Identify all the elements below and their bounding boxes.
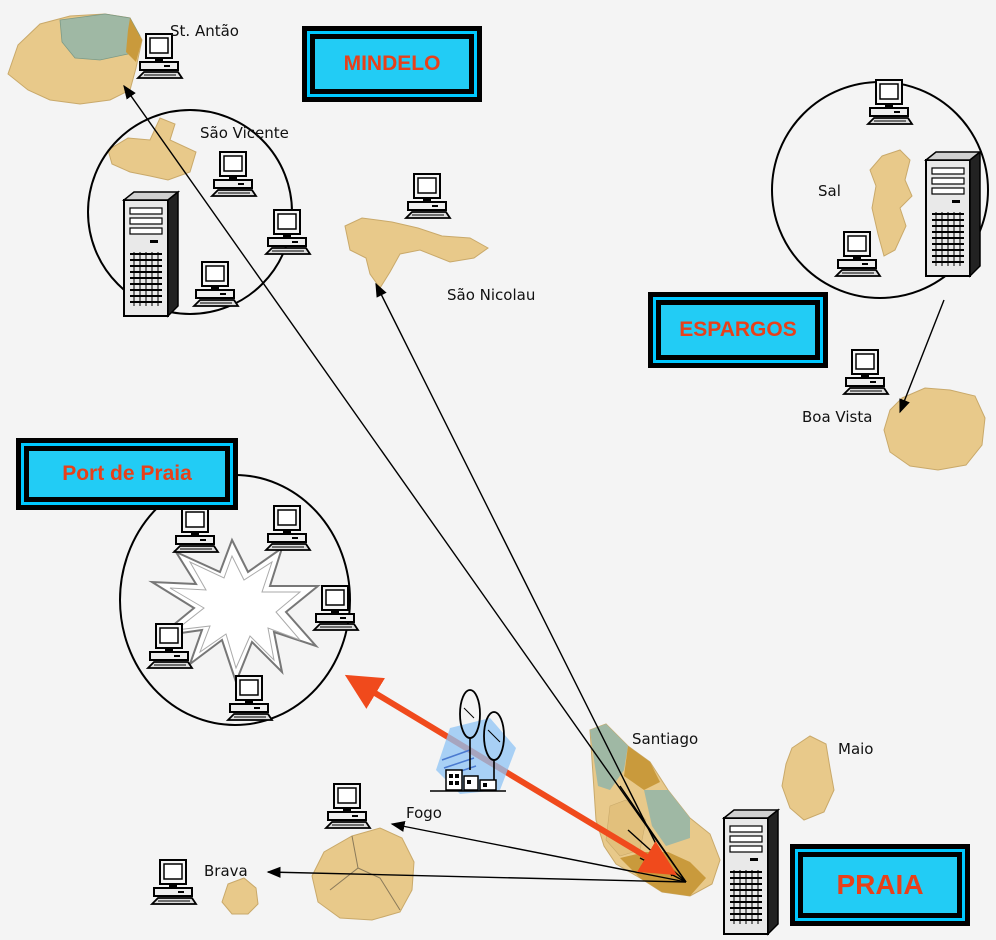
- island-label-maio: Maio: [838, 740, 874, 758]
- badge-espargos: ESPARGOS: [648, 292, 828, 368]
- island-sal: [869, 149, 913, 257]
- radio-link-praia-port: [344, 674, 678, 876]
- island-sao-nicolau: [344, 217, 489, 289]
- badge-mindelo-label: MINDELO: [313, 37, 471, 91]
- island-label-fogo: Fogo: [406, 804, 442, 822]
- badge-mindelo: MINDELO: [302, 26, 482, 102]
- island-label-sao-vicente: São Vicente: [200, 124, 289, 142]
- workstation-icon: [835, 231, 881, 277]
- workstation-icon: [211, 151, 257, 197]
- badge-port-de-praia: Port de Praia: [16, 438, 238, 510]
- server-tower-icon: [925, 151, 981, 277]
- workstation-icon: [137, 33, 183, 79]
- server-tower-icon: [723, 809, 779, 935]
- workstation-icon: [313, 585, 359, 631]
- island-label-st-antao: St. Antão: [170, 22, 239, 40]
- workstation-icon: [173, 507, 219, 553]
- island-label-sal: Sal: [818, 182, 841, 200]
- workstation-icon: [325, 783, 371, 829]
- island-st-antao: [7, 13, 143, 105]
- badge-praia: PRAIA: [790, 844, 970, 926]
- island-maio: [781, 735, 835, 821]
- badge-port-de-praia-label: Port de Praia: [27, 449, 227, 499]
- island-boa-vista: [883, 387, 986, 471]
- island-brava: [221, 877, 259, 915]
- island-label-brava: Brava: [204, 862, 248, 880]
- island-label-santiago: Santiago: [632, 730, 699, 748]
- server-tower-icon: [123, 191, 179, 317]
- workstation-icon: [843, 349, 889, 395]
- workstation-icon: [405, 173, 451, 219]
- island-label-sao-nicolau: São Nicolau: [447, 286, 536, 304]
- workstation-icon: [193, 261, 239, 307]
- workstation-icon: [867, 79, 913, 125]
- workstation-icon: [265, 209, 311, 255]
- badge-espargos-label: ESPARGOS: [659, 303, 817, 357]
- workstation-icon: [151, 859, 197, 905]
- radio-antenna-icon: [430, 689, 516, 794]
- island-sao-vicente: [107, 117, 197, 181]
- workstation-icon: [265, 505, 311, 551]
- island-label-boa-vista: Boa Vista: [802, 408, 873, 426]
- workstation-icon: [227, 675, 273, 721]
- badge-praia-label: PRAIA: [801, 855, 959, 915]
